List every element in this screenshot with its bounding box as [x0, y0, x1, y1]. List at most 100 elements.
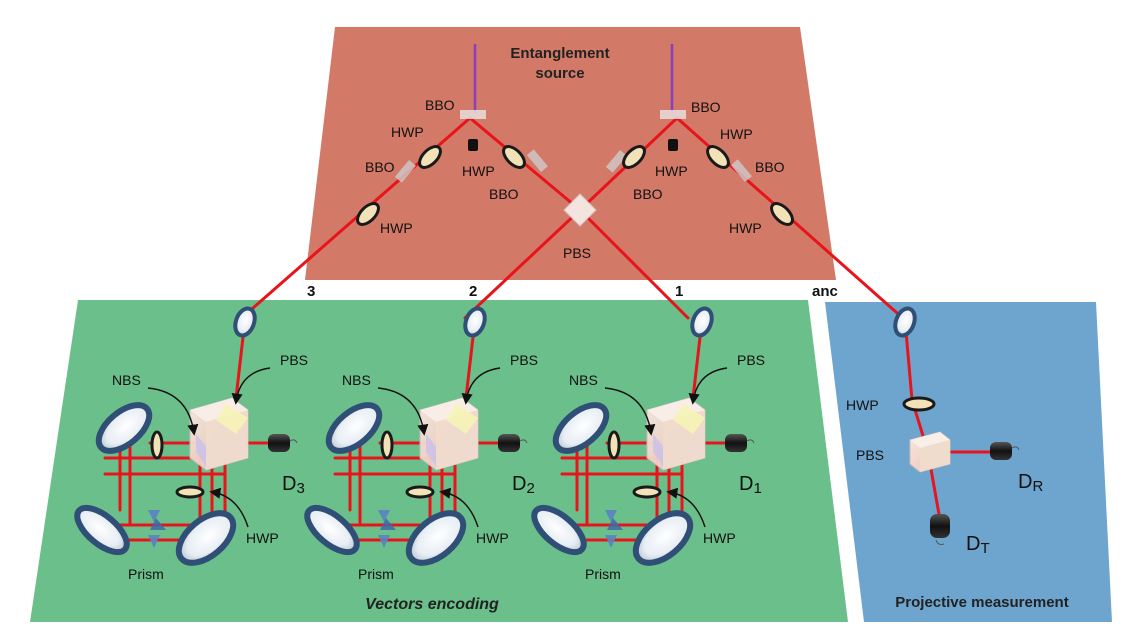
pbs-label: PBS	[856, 447, 884, 463]
detector-label-sub: 3	[296, 480, 304, 497]
arrow-icon	[688, 367, 728, 405]
waveplate-icon	[356, 202, 380, 226]
detector-label-sub: 2	[526, 480, 534, 497]
crystal-icon	[460, 110, 486, 119]
detector-label-base: D	[282, 473, 296, 495]
nbs-label: NBS	[342, 372, 371, 388]
waveplate-icon	[622, 145, 646, 169]
waveplate-icon	[405, 485, 435, 499]
arrow-icon	[147, 387, 199, 436]
cube-icon	[909, 431, 951, 473]
waveplate-icon	[502, 145, 526, 169]
encoding-module: NBS PBS HWP Prism D2	[304, 306, 538, 582]
crystal-icon	[605, 150, 627, 173]
bbo-label: BBO	[691, 99, 721, 115]
detector-icon	[498, 434, 528, 452]
detector-label: D1	[739, 473, 762, 497]
prism-icon	[148, 535, 160, 548]
arrow-icon	[377, 387, 429, 436]
detector-t-base: D	[966, 533, 980, 555]
detector-icon	[990, 442, 1020, 460]
mirror-icon	[74, 504, 130, 556]
detector-r-base: D	[1018, 471, 1032, 493]
detector-r-label: DR	[1018, 471, 1043, 495]
hwp-label: HWP	[655, 163, 688, 179]
mirror-icon	[531, 504, 587, 556]
prism-icon	[378, 535, 390, 548]
prism-icon	[378, 510, 390, 522]
waveplate-icon	[175, 485, 205, 499]
waveplate-icon	[150, 430, 164, 460]
mirror-icon	[325, 402, 383, 454]
arrow-icon	[231, 367, 271, 405]
arrow-icon	[439, 487, 479, 528]
cube-icon	[646, 397, 706, 471]
source-components	[356, 110, 794, 227]
crystal-icon	[394, 160, 416, 183]
prism-label: Prism	[358, 566, 394, 582]
mirror-icon	[893, 306, 917, 338]
prism-icon	[150, 518, 166, 530]
source-title-line2: source	[535, 65, 584, 82]
detector-label-base: D	[512, 473, 526, 495]
waveplate-icon	[380, 430, 394, 460]
pbs-label: PBS	[737, 352, 765, 368]
beam-label-1: 1	[675, 283, 683, 300]
hwp-label: HWP	[391, 124, 424, 140]
measurement-title: Projective measurement	[895, 594, 1068, 611]
waveplate-icon	[632, 485, 662, 499]
prism-icon	[148, 510, 160, 522]
crystal-icon	[468, 139, 478, 151]
mirror-icon	[175, 510, 237, 566]
pbs-label: PBS	[510, 352, 538, 368]
source-panel	[305, 27, 836, 280]
mirror-icon	[304, 504, 360, 556]
hwp-label: HWP	[246, 530, 279, 546]
hwp-label: HWP	[462, 163, 495, 179]
prism-icon	[605, 510, 617, 522]
source-title-line1: Entanglement	[510, 45, 609, 62]
hwp-label: HWP	[729, 220, 762, 236]
hwp-label: HWP	[846, 397, 879, 413]
bbo-label: BBO	[755, 159, 785, 175]
hwp-label: HWP	[380, 220, 413, 236]
bbo-label: BBO	[425, 97, 455, 113]
encoding-module: NBS PBS HWP Prism D3	[74, 306, 308, 582]
arrow-icon	[209, 487, 249, 528]
crystal-icon	[526, 149, 548, 172]
detector-icon	[268, 434, 298, 452]
detector-label: D3	[282, 473, 305, 497]
cube-icon	[189, 397, 249, 471]
prism-icon	[380, 518, 396, 530]
beam-label-anc: anc	[812, 283, 838, 300]
bbo-label: BBO	[365, 159, 395, 175]
detector-label: D2	[512, 473, 535, 497]
cube-icon	[419, 397, 479, 471]
arrow-icon	[666, 487, 706, 528]
pbs-label: PBS	[563, 245, 591, 261]
detector-icon	[725, 434, 755, 452]
pbs-label: PBS	[280, 352, 308, 368]
detector-icon	[930, 514, 950, 545]
arrow-icon	[604, 387, 656, 436]
beam-label-2: 2	[469, 283, 477, 300]
encoding-module: NBS PBS HWP Prism D1	[531, 306, 765, 582]
mirror-icon	[233, 306, 257, 338]
prism-icon	[607, 518, 623, 530]
bbo-label: BBO	[489, 186, 519, 202]
mirror-icon	[463, 306, 487, 338]
encoding-title: Vectors encoding	[365, 596, 499, 613]
prism-label: Prism	[585, 566, 621, 582]
beam-label-3: 3	[307, 283, 315, 300]
cube-icon	[563, 193, 597, 227]
detector-t-sub: T	[980, 540, 989, 557]
waveplate-icon	[418, 145, 442, 169]
detector-t-label: DT	[966, 533, 990, 557]
waveplate-icon	[770, 202, 794, 226]
crystal-icon	[668, 139, 678, 151]
measurement-components	[893, 306, 1020, 545]
waveplate-icon	[706, 145, 730, 169]
hwp-label: HWP	[720, 126, 753, 142]
hwp-label: HWP	[476, 530, 509, 546]
